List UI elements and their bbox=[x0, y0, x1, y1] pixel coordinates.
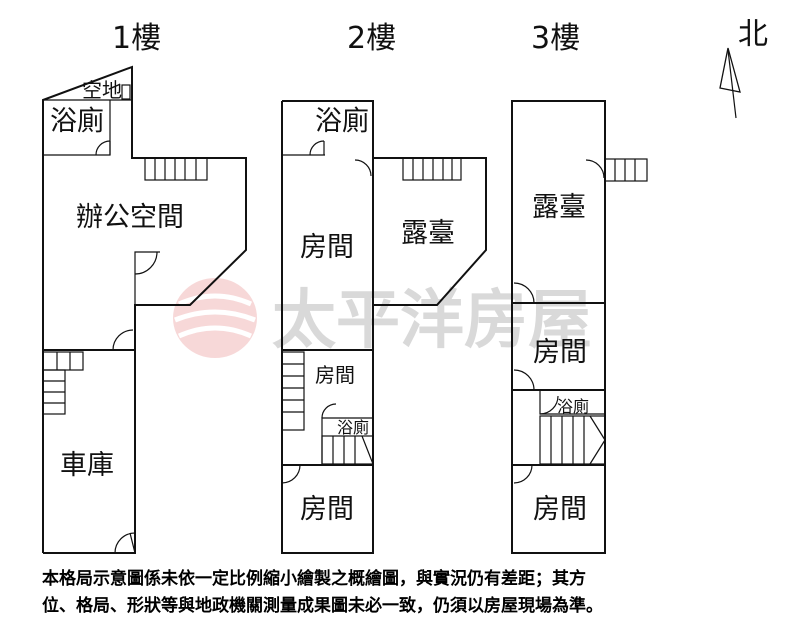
floor-2-terrace-label: 露臺 bbox=[401, 218, 455, 249]
floor-2-room-b-label: 房間 bbox=[315, 363, 355, 387]
watermark: 太平洋房屋 bbox=[173, 278, 592, 358]
floor-3-bath-label: 浴廁 bbox=[557, 397, 589, 416]
floor-1-garage-label: 車庫 bbox=[60, 450, 114, 481]
compass-label: 北 bbox=[738, 17, 768, 52]
floor-3-room-a-label: 房間 bbox=[533, 337, 587, 368]
floor-2-room-a-label: 房間 bbox=[300, 232, 354, 263]
floor-2-bath-label: 浴廁 bbox=[315, 106, 369, 137]
disclaimer-line-2: 位、格局、形狀等與地政機關測量成果圖未必一致，仍須以房屋現場為準。 bbox=[42, 595, 603, 616]
floor-1-plan: 空地 浴廁 辦公空間 車庫 bbox=[42, 65, 247, 554]
floor-2-plan: 浴廁 房間 露臺 房間 浴廁 房間 bbox=[281, 100, 487, 554]
floor-2-small-bath-label: 浴廁 bbox=[337, 418, 369, 437]
floor-1-open-ground-label: 空地 bbox=[82, 78, 122, 102]
floor-3-room-b-label: 房間 bbox=[533, 494, 587, 525]
floor-3-plan: 露臺 房間 浴廁 房間 bbox=[511, 100, 648, 554]
floor-1-bath-label: 浴廁 bbox=[50, 106, 104, 137]
floor-3-title: 3樓 bbox=[531, 21, 580, 56]
watermark-logo bbox=[173, 278, 257, 358]
floor-1-office-label: 辦公空間 bbox=[76, 202, 184, 233]
floor-2-title: 2樓 bbox=[347, 21, 396, 56]
floor-1-title: 1樓 bbox=[112, 21, 161, 56]
floor-2-room-c-label: 房間 bbox=[300, 494, 354, 525]
watermark-text: 太平洋房屋 bbox=[272, 283, 592, 358]
north-arrow-icon bbox=[719, 47, 741, 119]
disclaimer-line-1: 本格局示意圖係未依一定比例縮小繪製之概繪圖，與實況仍有差距；其方 bbox=[42, 568, 586, 589]
floor-3-terrace-label: 露臺 bbox=[532, 192, 586, 223]
